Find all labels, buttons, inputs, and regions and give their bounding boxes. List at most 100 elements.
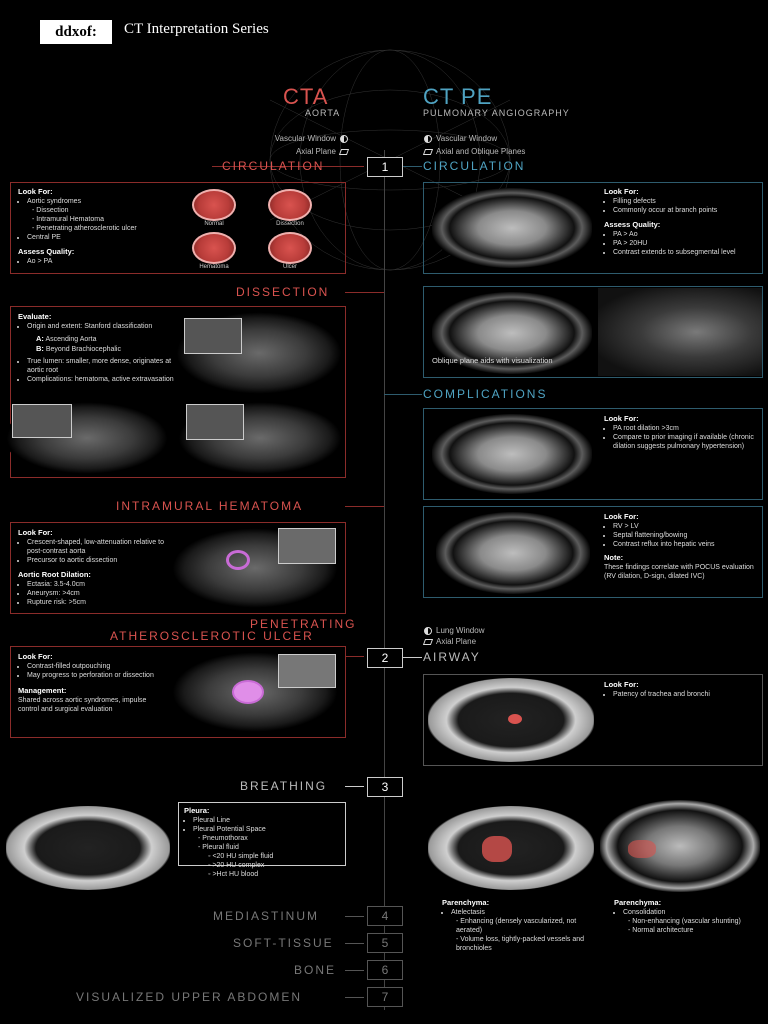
list-item: Atelectasis bbox=[451, 908, 592, 917]
oblique-caption: Oblique plane aids with visualization bbox=[432, 356, 553, 365]
step3-left-label: BREATHING bbox=[240, 779, 328, 793]
aorta-hematoma-diagram bbox=[192, 232, 236, 264]
note-text: These findings correlate with POCUS eval… bbox=[604, 564, 754, 580]
connector bbox=[402, 166, 422, 167]
cta-window-label: Vascular Window bbox=[274, 134, 336, 143]
ct-scan-image bbox=[432, 414, 592, 494]
list-item: Filling defects bbox=[613, 197, 754, 206]
atelectasis-highlight bbox=[482, 836, 512, 862]
list-item: Origin and extent: Stanford classificati… bbox=[27, 322, 176, 331]
connector bbox=[345, 970, 364, 971]
cta-title: CTA bbox=[283, 84, 329, 109]
list-item-text: >Hct HU blood bbox=[212, 871, 259, 878]
airway-window-label: Lung Window bbox=[436, 626, 485, 635]
step1-number: 1 bbox=[367, 157, 403, 177]
consolidation-highlight bbox=[628, 840, 656, 858]
series-title: CT Interpretation Series bbox=[124, 21, 269, 37]
class-b-text: Beyond Brachiocephalic bbox=[45, 346, 121, 353]
brand-logo: ddxof: bbox=[40, 20, 112, 44]
list-item-text: Enhancing (densely vascularized, not aer… bbox=[456, 918, 577, 934]
aorta-normal-diagram bbox=[192, 189, 236, 221]
list-item: ◦ >Hct HU blood bbox=[208, 871, 259, 878]
list-item: - Dissection bbox=[32, 207, 69, 214]
list-item-text: Non-enhancing (vascular shunting) bbox=[632, 918, 741, 925]
list-item: RV > LV bbox=[613, 522, 760, 531]
list-item: Crescent-shaped, low-attenuation relativ… bbox=[27, 538, 170, 556]
window-contrast-icon bbox=[424, 134, 432, 143]
layers-icon bbox=[422, 638, 434, 645]
ct-zoom-inset bbox=[184, 318, 242, 354]
list-item-text: <20 HU simple fluid bbox=[212, 853, 274, 860]
root-dilation-heading: Aortic Root Dilation: bbox=[18, 570, 91, 579]
list-item: - Normal architecture bbox=[628, 927, 694, 934]
parenchyma-heading: Parenchyma: bbox=[442, 898, 490, 907]
complications-text-1: Look For: PA root dilation >3cm Compare … bbox=[604, 414, 754, 451]
complications-text-2: Look For: RV > LV Septal flattening/bowi… bbox=[604, 512, 760, 581]
connector bbox=[345, 506, 384, 507]
circle-caption: Ulcer bbox=[282, 264, 297, 270]
connector bbox=[345, 292, 384, 293]
pleura-text: Pleura: Pleural Line Pleural Potential S… bbox=[184, 806, 344, 879]
oblique-panel bbox=[423, 286, 763, 378]
ct-scan-image bbox=[432, 292, 592, 374]
list-item: Septal flattening/bowing bbox=[613, 531, 760, 540]
management-text: Shared across aortic syndromes, impulse … bbox=[18, 697, 147, 713]
look-for-heading: Look For: bbox=[604, 512, 639, 521]
list-item: Patency of trachea and bronchi bbox=[613, 690, 754, 699]
circulation-right-text: Look For: Filling defects Commonly occur… bbox=[604, 187, 754, 257]
class-a-label: A: bbox=[36, 334, 44, 343]
ct-zoom-inset bbox=[12, 404, 72, 438]
wireframe-figure bbox=[269, 49, 511, 271]
ct-scan-image bbox=[436, 512, 590, 594]
circle-caption: Hematoma bbox=[199, 264, 229, 270]
step4-label: MEDIASTINUM bbox=[213, 909, 319, 923]
layers-icon bbox=[422, 148, 434, 155]
list-item: Contrast extends to subsegmental level bbox=[613, 248, 754, 257]
list-item: A: Ascending Aorta bbox=[36, 334, 176, 344]
ct-zoom-inset bbox=[278, 654, 336, 688]
list-item-text: >20 HU complex bbox=[212, 862, 265, 869]
list-item-text: Pleural fluid bbox=[202, 844, 239, 851]
pau-panel bbox=[10, 646, 346, 738]
ct-zoom-inset bbox=[186, 404, 244, 440]
class-b-label: B: bbox=[36, 344, 44, 353]
ct-zoom-inset bbox=[278, 528, 336, 564]
ctpe-plane: Axial and Oblique Planes bbox=[422, 147, 526, 156]
ctpe-plane-label: Axial and Oblique Planes bbox=[436, 147, 526, 156]
look-for-heading: Look For: bbox=[18, 187, 53, 196]
cta-window: Vascular Window bbox=[260, 134, 348, 143]
list-item: B: Beyond Brachiocephalic bbox=[36, 344, 176, 354]
ct-lung-image bbox=[600, 800, 760, 892]
airway-window: Lung Window bbox=[424, 626, 484, 635]
dissection-text: Evaluate: Origin and extent: Stanford cl… bbox=[18, 312, 176, 384]
step6-number: 6 bbox=[367, 960, 403, 980]
list-item: Pleural Potential Space bbox=[193, 825, 344, 834]
assess-heading: Assess Quality: bbox=[18, 247, 75, 256]
list-item: Contrast-filled outpouching bbox=[27, 662, 168, 671]
look-for-heading: Look For: bbox=[604, 187, 639, 196]
list-item: Pleural Line bbox=[193, 816, 344, 825]
list-item: - Penetrating atherosclerotic ulcer bbox=[32, 225, 137, 232]
list-item-text: Pneumothorax bbox=[202, 835, 248, 842]
ctpe-title: CT PE bbox=[423, 84, 493, 109]
look-for-heading: Look For: bbox=[604, 414, 639, 423]
connector bbox=[345, 916, 364, 917]
list-item: Commonly occur at branch points bbox=[613, 206, 754, 215]
list-item-text: Penetrating atherosclerotic ulcer bbox=[36, 225, 137, 232]
list-item: - Volume loss, tightly-packed vessels an… bbox=[456, 936, 585, 952]
note-heading: Note: bbox=[604, 553, 624, 562]
connector bbox=[345, 943, 364, 944]
list-item-text: Intramural Hematoma bbox=[36, 216, 104, 223]
step6-label: BONE bbox=[294, 963, 337, 977]
step2-right-label: AIRWAY bbox=[423, 650, 481, 664]
aorta-ulcer-diagram bbox=[268, 232, 312, 264]
pau-heading-line2: ATHEROSCLEROTIC ULCER bbox=[110, 629, 314, 643]
dissection-panel bbox=[10, 306, 346, 478]
list-item: Contrast reflux into hepatic veins bbox=[613, 540, 760, 549]
connector bbox=[345, 997, 364, 998]
list-item: Central PE bbox=[27, 233, 168, 242]
connector bbox=[402, 657, 422, 658]
complications-panel-1 bbox=[423, 408, 763, 500]
list-item-text: Normal architecture bbox=[632, 927, 694, 934]
step4-number: 4 bbox=[367, 906, 403, 926]
